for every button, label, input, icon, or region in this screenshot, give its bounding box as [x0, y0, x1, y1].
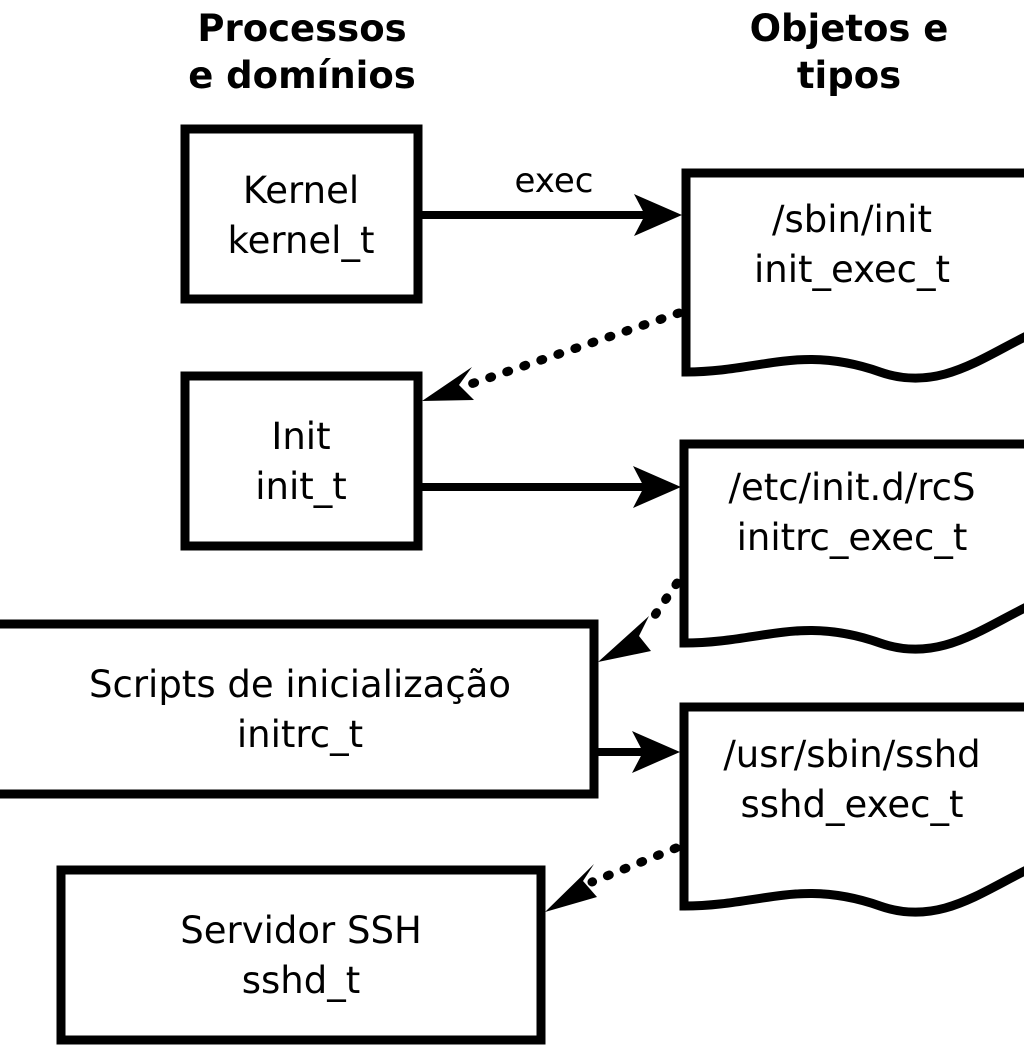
column-title-processes-line1: Processos: [197, 7, 406, 50]
edge-init-exec-to-init: [422, 308, 684, 401]
edge-initrc-to-sshd-exec: [598, 731, 680, 773]
column-title-processes: Processos e domínios: [188, 7, 416, 97]
node-sshd-exec-line2: sshd_exec_t: [741, 783, 964, 826]
edge-initrc-exec-to-initrc: [598, 578, 682, 662]
node-initrc-line1: Scripts de inicialização: [89, 663, 511, 706]
node-initrc-line2: initrc_t: [237, 713, 363, 756]
node-init-exec-line1: /sbin/init: [772, 198, 932, 241]
node-init[interactable]: Init init_t: [180, 371, 423, 551]
node-initrc-exec-document-shape[interactable]: [679, 439, 1024, 654]
edge-sshd-exec-to-sshd-arrowhead: [545, 864, 597, 912]
column-title-processes-line2: e domínios: [188, 54, 416, 97]
node-sshd[interactable]: Servidor SSH sshd_t: [56, 865, 546, 1045]
node-sshd-exec[interactable]: /usr/sbin/sshd sshd_exec_t: [679, 702, 1024, 917]
node-sshd-exec-line1: /usr/sbin/sshd: [723, 733, 980, 776]
edge-kernel-to-init-exec: exec: [422, 161, 682, 236]
edge-label-exec: exec: [514, 161, 593, 201]
node-init-exec-document-shape[interactable]: [681, 168, 1024, 383]
node-initrc-exec-line2: initrc_exec_t: [737, 516, 968, 559]
node-kernel[interactable]: Kernel kernel_t: [180, 124, 423, 304]
node-init-line2: init_t: [255, 465, 347, 508]
edge-initrc-exec-to-initrc-arrowhead: [598, 616, 651, 662]
node-sshd-exec-document-shape[interactable]: [679, 702, 1024, 917]
node-kernel-box[interactable]: [180, 124, 423, 304]
edge-sshd-exec-to-sshd-line: [587, 843, 681, 887]
edge-init-to-initrc-exec-arrowhead: [633, 466, 681, 508]
edge-initrc-to-sshd-exec-arrowhead: [632, 731, 680, 773]
node-init-exec[interactable]: /sbin/init init_exec_t: [681, 168, 1024, 383]
node-sshd-line2: sshd_t: [242, 959, 361, 1002]
node-initrc-exec[interactable]: /etc/init.d/rcS initrc_exec_t: [679, 439, 1024, 654]
node-sshd-line1: Servidor SSH: [180, 909, 422, 952]
node-init-line1: Init: [271, 415, 330, 458]
node-kernel-line2: kernel_t: [228, 219, 375, 262]
column-title-objects: Objetos e tipos: [750, 7, 949, 97]
edge-init-to-initrc-exec: [422, 466, 681, 508]
node-sshd-box[interactable]: [56, 865, 546, 1045]
column-title-objects-line2: tipos: [797, 54, 901, 97]
edge-sshd-exec-to-sshd: [545, 843, 681, 912]
column-title-objects-line1: Objetos e: [750, 7, 949, 50]
edge-kernel-to-init-exec-arrowhead: [634, 194, 682, 236]
node-kernel-line1: Kernel: [243, 169, 359, 212]
node-init-exec-line2: init_exec_t: [754, 248, 950, 291]
edge-init-exec-to-init-line: [463, 308, 684, 390]
node-initrc-exec-line1: /etc/init.d/rcS: [728, 466, 975, 509]
node-init-box[interactable]: [180, 371, 423, 551]
edge-init-exec-to-init-arrowhead: [422, 367, 474, 401]
node-initrc-box[interactable]: [0, 619, 599, 799]
edge-initrc-exec-to-initrc-line: [643, 578, 682, 630]
node-initrc[interactable]: Scripts de inicialização initrc_t: [0, 619, 599, 799]
